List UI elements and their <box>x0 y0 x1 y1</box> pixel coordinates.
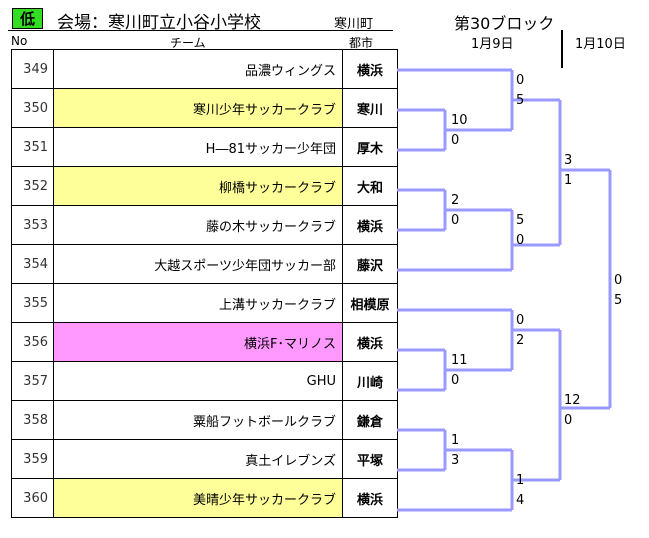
team-name: 横浜F･マリノス <box>53 322 343 362</box>
day-divider <box>561 30 563 68</box>
match-score: 2 <box>451 193 460 208</box>
team-number: 360 <box>11 478 54 518</box>
team-city: 横浜 <box>342 49 398 89</box>
match-score: 1 <box>451 433 460 448</box>
match-score: 5 <box>516 213 525 228</box>
match-score: 12 <box>564 393 581 408</box>
team-number: 355 <box>11 283 54 323</box>
team-number: 356 <box>11 322 54 362</box>
level-badge: 低 <box>12 8 43 29</box>
match-score: 4 <box>516 493 525 508</box>
match-score: 0 <box>516 313 525 328</box>
match-score: 10 <box>451 113 468 128</box>
team-city: 相模原 <box>342 283 398 323</box>
team-city: 藤沢 <box>342 244 398 284</box>
team-city: 横浜 <box>342 478 398 518</box>
team-city: 厚木 <box>342 127 398 167</box>
team-number: 349 <box>11 49 54 89</box>
team-name: 寒川少年サッカークラブ <box>53 88 343 128</box>
team-name: GHU <box>53 361 343 401</box>
match-score: 1 <box>516 473 525 488</box>
match-score: 2 <box>516 333 525 348</box>
team-number: 351 <box>11 127 54 167</box>
column-header-no: No <box>11 34 28 48</box>
team-number: 350 <box>11 88 54 128</box>
team-name: 粟船フットボールクラブ <box>53 400 343 440</box>
match-score: 3 <box>564 153 573 168</box>
team-city: 川崎 <box>342 361 398 401</box>
team-name: 上溝サッカークラブ <box>53 283 343 323</box>
match-score: 11 <box>451 353 468 368</box>
team-city: 大和 <box>342 166 398 206</box>
venue-title: 会場：寒川町立小谷小学校 <box>57 13 261 33</box>
match-score: 0 <box>451 133 460 148</box>
team-city: 横浜 <box>342 322 398 362</box>
team-name: H―81サッカー少年団 <box>53 127 343 167</box>
team-name: 柳橋サッカークラブ <box>53 166 343 206</box>
match-score: 3 <box>451 453 460 468</box>
venue-city: 寒川町 <box>334 17 374 32</box>
team-city: 寒川 <box>342 88 398 128</box>
team-number: 352 <box>11 166 54 206</box>
team-number: 357 <box>11 361 54 401</box>
day1-label: 1月9日 <box>471 37 514 52</box>
match-score: 0 <box>516 233 525 248</box>
team-name: 美晴少年サッカークラブ <box>53 478 343 518</box>
match-score: 0 <box>564 413 573 428</box>
match-score: 1 <box>564 173 573 188</box>
match-score: 5 <box>516 93 525 108</box>
team-number: 359 <box>11 439 54 479</box>
block-title: 第30ブロック <box>454 14 555 33</box>
team-number: 353 <box>11 205 54 245</box>
team-number: 354 <box>11 244 54 284</box>
match-score: 5 <box>614 293 623 308</box>
match-score: 0 <box>516 73 525 88</box>
team-name: 大越スポーツ少年団サッカー部 <box>53 244 343 284</box>
header-rule <box>8 30 393 31</box>
match-score: 0 <box>614 273 623 288</box>
match-score: 0 <box>451 373 460 388</box>
column-header-city: 都市 <box>349 36 374 50</box>
match-score: 0 <box>451 213 460 228</box>
day2-label: 1月10日 <box>575 37 626 52</box>
column-header-team: チーム <box>170 36 206 50</box>
team-name: 品濃ウィングス <box>53 49 343 89</box>
